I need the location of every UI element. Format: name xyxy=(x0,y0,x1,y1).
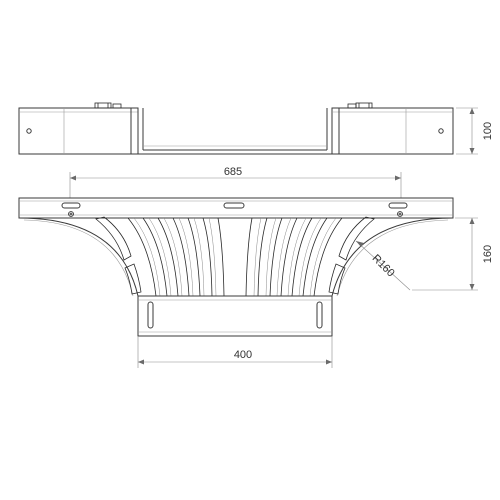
slot-center xyxy=(223,202,245,209)
mounting-hole xyxy=(438,128,444,134)
side-view: 100 xyxy=(18,102,494,155)
slot-right xyxy=(388,202,408,209)
side-view-left-section xyxy=(18,102,139,155)
branch-width-label: 400 xyxy=(234,349,252,361)
overall-length-dimension: 685 xyxy=(69,166,402,198)
overall-length-label: 685 xyxy=(224,166,242,178)
curved-ribs xyxy=(127,217,343,297)
mounting-hole xyxy=(26,128,32,134)
side-view-right-section xyxy=(331,102,454,155)
slot-branch-left xyxy=(147,301,154,329)
branch-curves xyxy=(18,216,454,297)
side-view-center-channel xyxy=(137,108,333,155)
bolt-right xyxy=(397,211,403,217)
branch-outlet xyxy=(137,295,333,337)
height-dimension: 100 xyxy=(456,107,494,155)
top-view: 685 xyxy=(18,166,494,368)
main-run xyxy=(18,197,454,219)
connector-bolt-left xyxy=(94,102,122,109)
radius-dimension: R160 xyxy=(355,240,411,291)
branch-depth-dimension: 160 xyxy=(412,217,494,291)
bolt-left xyxy=(68,211,74,217)
branch-width-dimension: 400 xyxy=(137,336,333,368)
connector-bolt-right xyxy=(347,102,373,109)
slot-branch-right xyxy=(316,301,323,329)
height-dimension-label: 100 xyxy=(482,122,494,140)
branch-depth-label: 160 xyxy=(482,245,494,263)
slot-left xyxy=(61,202,81,209)
radius-label: R160 xyxy=(370,252,397,279)
